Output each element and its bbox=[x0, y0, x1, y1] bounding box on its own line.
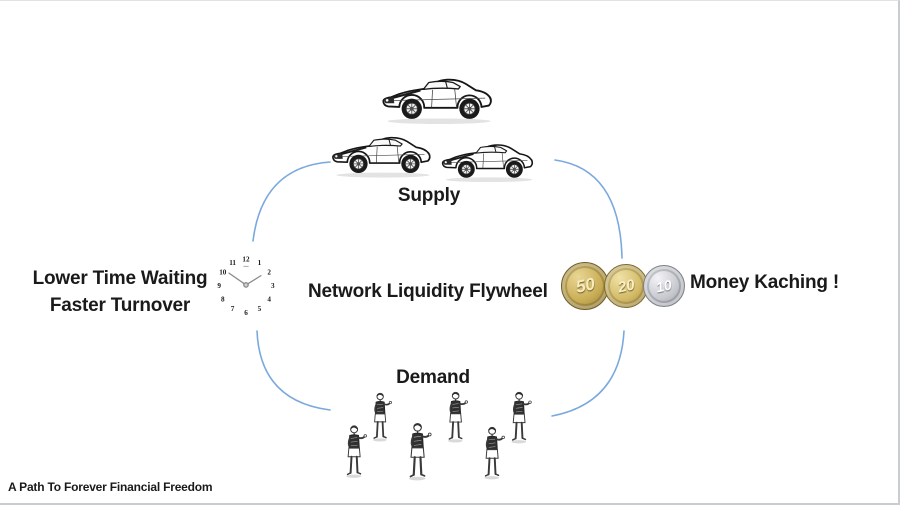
car-icon bbox=[379, 75, 499, 125]
person-icon bbox=[341, 424, 368, 479]
svg-text:6: 6 bbox=[244, 309, 248, 317]
svg-text:11: 11 bbox=[229, 259, 236, 267]
wall-clock-icon: 12 1 2 3 4 5 6 7 8 9 10 11 bbox=[217, 256, 275, 317]
svg-text:8: 8 bbox=[221, 295, 225, 303]
svg-text:4: 4 bbox=[267, 295, 271, 303]
car-icon bbox=[439, 141, 539, 183]
person-icon bbox=[479, 426, 506, 480]
svg-text:12: 12 bbox=[242, 256, 250, 264]
left-benefit-line2: Faster Turnover bbox=[49, 295, 191, 316]
footer-watermark: A Path To Forever Financial Freedom bbox=[8, 480, 213, 494]
svg-text:3: 3 bbox=[271, 282, 275, 290]
person-icon bbox=[368, 392, 393, 442]
flywheel-arc-bottom-right bbox=[551, 330, 625, 417]
coins-icon: 50 20 10 bbox=[561, 262, 685, 310]
svg-text:2: 2 bbox=[267, 269, 271, 277]
supply-label: Supply bbox=[397, 185, 461, 206]
svg-text:5: 5 bbox=[258, 305, 262, 313]
person-icon bbox=[506, 391, 533, 444]
svg-text:9: 9 bbox=[217, 282, 221, 290]
car-icon bbox=[329, 133, 437, 179]
coin-50-value: 50 bbox=[573, 274, 597, 297]
svg-text:1: 1 bbox=[258, 259, 262, 267]
person-icon bbox=[403, 422, 433, 481]
coin-20-value: 20 bbox=[616, 275, 636, 297]
svg-text:7: 7 bbox=[231, 305, 235, 313]
coin-10-icon: 10 bbox=[643, 265, 685, 307]
coin-10-value: 10 bbox=[654, 276, 674, 296]
coin-20-icon: 20 bbox=[604, 264, 648, 308]
right-benefit-label: Money Kaching ! bbox=[690, 272, 840, 293]
flywheel-arc-top-right bbox=[554, 159, 623, 259]
left-benefit-line1: Lower Time Waiting bbox=[32, 268, 208, 289]
demand-label: Demand bbox=[396, 367, 470, 388]
flywheel-arc-top-left bbox=[252, 161, 331, 242]
left-benefit-label: Lower Time Waiting Faster Turnover bbox=[18, 265, 222, 319]
person-icon bbox=[443, 391, 469, 443]
flywheel-arc-bottom-left bbox=[256, 330, 331, 411]
coin-50-icon: 50 bbox=[561, 262, 609, 310]
diagram-title: Network Liquidity Flywheel bbox=[308, 281, 548, 302]
svg-text:10: 10 bbox=[219, 269, 227, 277]
